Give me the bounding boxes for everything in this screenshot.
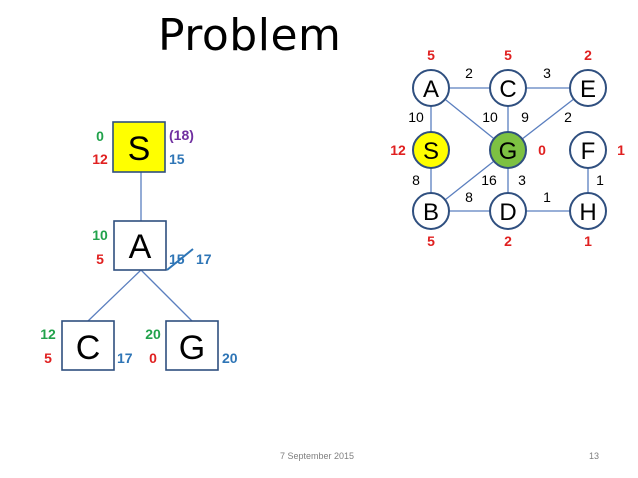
weight-s-b: 8: [412, 172, 420, 188]
weight-d-h: 1: [543, 189, 551, 205]
page-number: 13: [589, 451, 600, 461]
tree-node-s-label: S: [128, 130, 151, 168]
weight-c-g: 9: [521, 109, 529, 125]
graph-node-s-label: S: [423, 138, 439, 165]
tree-edge-a-g: [140, 269, 193, 322]
graph-node-d-label: D: [499, 199, 516, 226]
tree-a-f-value: 17: [196, 251, 212, 267]
graph-node-a-label: A: [423, 76, 439, 103]
heuristic-d: 2: [504, 233, 512, 249]
tree-a-f-old-value: 15: [169, 251, 185, 267]
weight-a-g: 10: [482, 109, 498, 125]
tree-s-g-value: 0: [96, 128, 104, 144]
tree-c-h-value: 5: [44, 350, 52, 366]
tree-s-f-value: 15: [169, 151, 185, 167]
graph: 2 3 10 10 9 2 8 16 3 8 1 1 A C E S G F B…: [390, 47, 625, 249]
tree-node-a-label: A: [129, 228, 152, 266]
weight-a-s: 10: [408, 109, 424, 125]
weight-b-d: 8: [465, 189, 473, 205]
tree-s-h-value: 12: [92, 151, 108, 167]
weight-f-h: 1: [596, 172, 604, 188]
weight-a-c: 2: [465, 65, 473, 81]
tree-g-h-value: 0: [149, 350, 157, 366]
tree-node-c: C: [61, 320, 115, 371]
tree-edge-a-c: [87, 269, 142, 322]
graph-node-f: F: [569, 131, 607, 169]
graph-node-f-label: F: [581, 138, 596, 165]
graph-node-h: H: [569, 192, 607, 230]
heuristic-c: 5: [504, 47, 512, 63]
heuristic-f: 1: [617, 142, 625, 158]
tree-s-extra-value: (18): [169, 127, 194, 143]
heuristic-b: 5: [427, 233, 435, 249]
graph-node-g-label: G: [499, 138, 518, 165]
heuristic-e: 2: [584, 47, 592, 63]
search-tree: S 0 12 (18) 15 A 10 5 15 17 C 12 5 17 G …: [40, 121, 238, 371]
footer-date: 7 September 2015: [280, 451, 355, 461]
graph-node-c: C: [489, 69, 527, 107]
heuristic-s: 12: [390, 142, 406, 158]
tree-node-c-label: C: [76, 329, 101, 367]
slide-title: Problem: [158, 10, 342, 61]
weight-g-d: 3: [518, 172, 526, 188]
tree-g-f-value: 20: [222, 350, 238, 366]
heuristic-g: 0: [538, 142, 546, 158]
tree-node-g-label: G: [179, 329, 205, 367]
tree-node-a: A: [113, 220, 167, 271]
graph-node-g: G: [489, 131, 527, 169]
graph-node-b: B: [412, 192, 450, 230]
tree-a-g-value: 10: [92, 227, 108, 243]
tree-node-s: S: [112, 121, 166, 173]
graph-node-d: D: [489, 192, 527, 230]
graph-node-h-label: H: [579, 199, 596, 226]
tree-a-h-value: 5: [96, 251, 104, 267]
graph-node-c-label: C: [499, 76, 516, 103]
tree-c-f-value: 17: [117, 350, 133, 366]
tree-g-g-value: 20: [145, 326, 161, 342]
graph-node-b-label: B: [423, 199, 439, 226]
graph-node-e-label: E: [580, 76, 596, 103]
heuristic-h: 1: [584, 233, 592, 249]
graph-node-s: S: [412, 131, 450, 169]
tree-node-g: G: [165, 320, 219, 371]
tree-c-g-value: 12: [40, 326, 56, 342]
graph-node-e: E: [569, 69, 607, 107]
weight-e-g: 2: [564, 109, 572, 125]
tree-a-strikethrough: [166, 248, 194, 271]
heuristic-a: 5: [427, 47, 435, 63]
weight-c-e: 3: [543, 65, 551, 81]
weight-g-b: 16: [481, 172, 497, 188]
graph-node-a: A: [412, 69, 450, 107]
